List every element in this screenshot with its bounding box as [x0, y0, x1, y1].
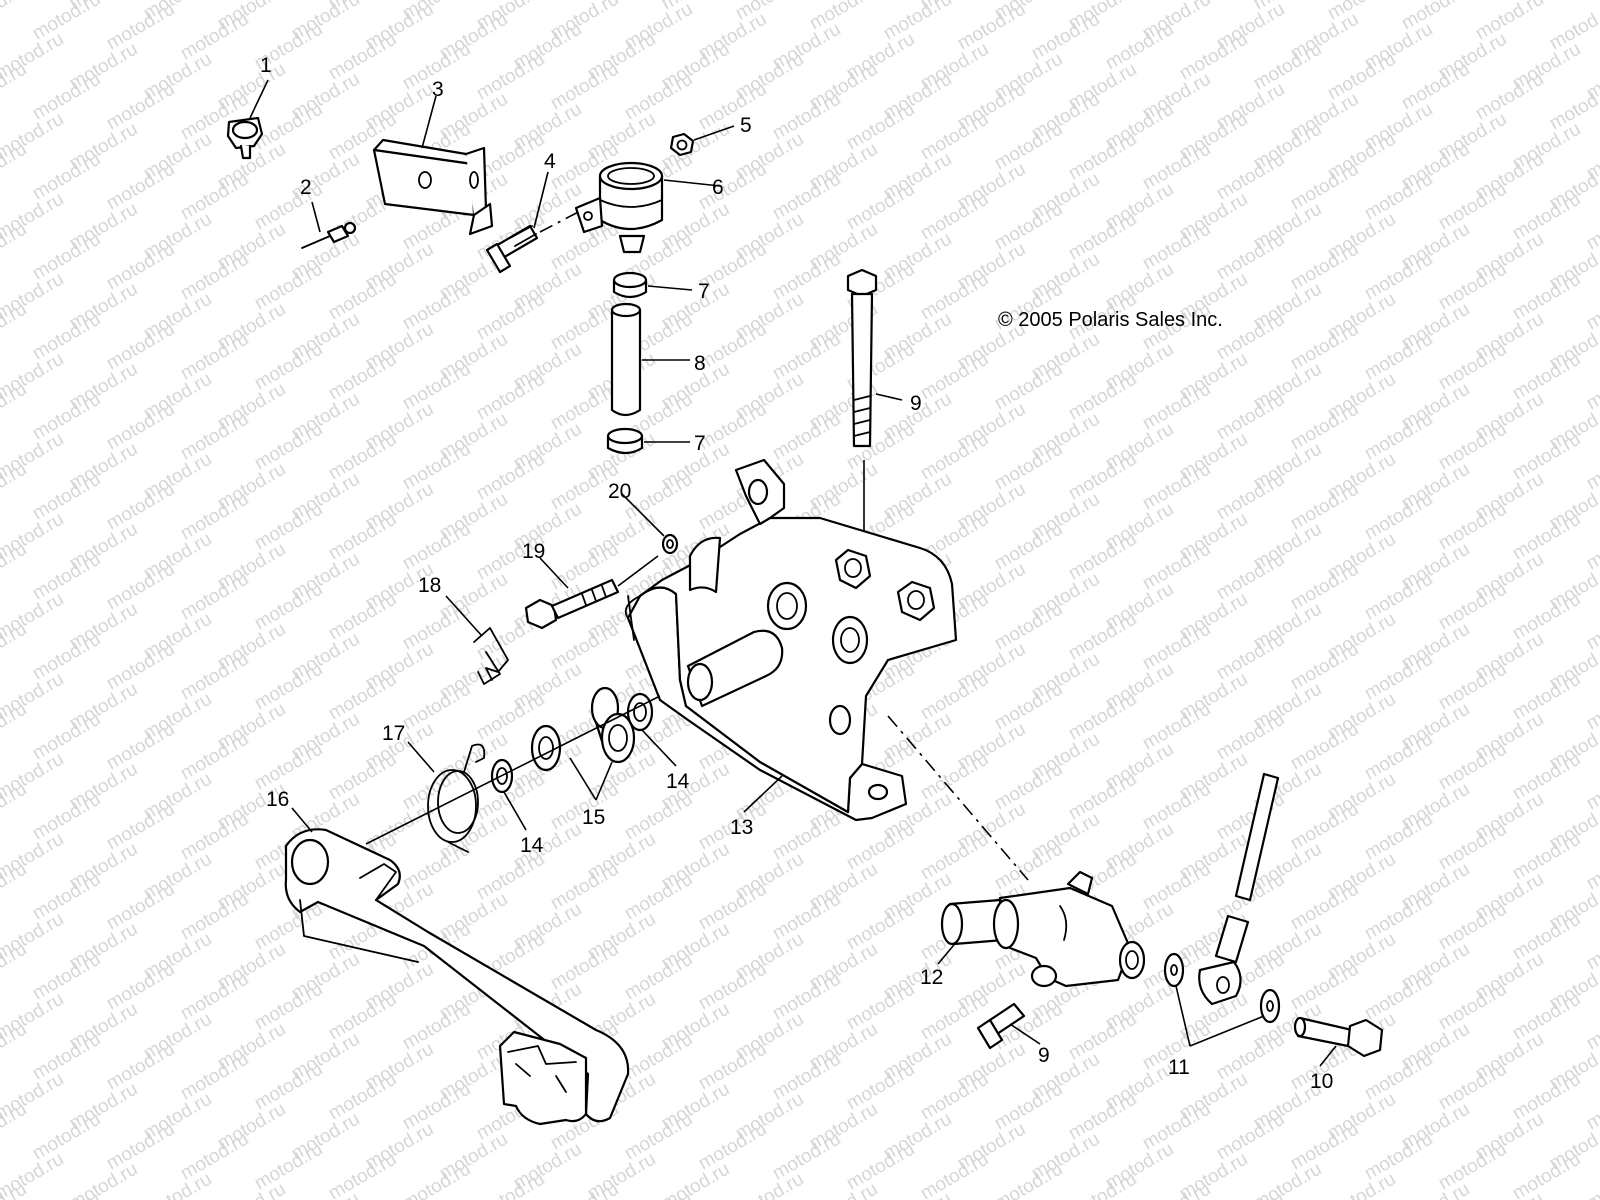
callout-19: 19: [522, 540, 545, 563]
callout-13: 13: [730, 816, 753, 839]
part-10-bolt: [1293, 1016, 1384, 1058]
part-5-nut: [669, 132, 695, 157]
part-15-bushing-left: [530, 724, 562, 772]
callout-11: 11: [1168, 1056, 1190, 1079]
callout-7-top: 7: [698, 280, 710, 303]
watermark-text: motod.ru: [0, 0, 30, 34]
watermark-text: motod.ru: [1398, 1179, 1473, 1200]
callout-4: 4: [544, 150, 556, 173]
part-15-bushing-right: [590, 686, 636, 764]
callout-20: 20: [608, 480, 631, 503]
part-11-washer-right: [1259, 988, 1281, 1024]
watermark-text: motod.ru: [732, 1169, 807, 1200]
callout-18: 18: [418, 574, 441, 597]
watermark-text: motod.ru: [140, 1169, 215, 1200]
callout-9-upper: 9: [910, 392, 922, 415]
part-20-washer: [661, 533, 679, 555]
master-cylinder-pushrod: [1198, 772, 1280, 1006]
part-16-brake-pedal: [284, 828, 630, 1126]
callout-6: 6: [712, 176, 724, 199]
part-9-bolt-lower: [976, 1002, 1026, 1050]
watermark-text: motod.ru: [880, 1189, 955, 1200]
callout-14-left: 14: [520, 834, 544, 857]
watermark-text: motod.ru: [1324, 1169, 1399, 1200]
part-3-bracket: [372, 138, 494, 236]
callout-2: 2: [300, 176, 312, 199]
watermark-text: motod.ru: [473, 1169, 548, 1200]
callout-3: 3: [432, 78, 444, 101]
part-13-mounting-plate: [624, 458, 1029, 881]
part-17-spring: [427, 743, 486, 853]
part-2-pin: [301, 221, 357, 249]
callout-8: 8: [694, 352, 706, 375]
watermark-text: motod.ru: [806, 1179, 881, 1200]
watermark-text: motod.ru: [1065, 1169, 1140, 1200]
callout-14-right: 14: [666, 770, 690, 793]
part-18-clip: [473, 627, 509, 685]
watermark-text: motod.ru: [288, 1189, 363, 1200]
part-19-bolt: [524, 555, 659, 630]
part-4-bolt: [485, 207, 587, 274]
part-8-hose: [610, 302, 642, 417]
part-1-clamp: [226, 116, 264, 160]
callout-15: 15: [582, 806, 605, 829]
pedal-shaft-axis: [365, 695, 661, 845]
part-7-hose-clamp-top: [612, 271, 648, 299]
watermark-text: motod.ru: [1472, 1189, 1547, 1200]
callout-10: 10: [1310, 1070, 1333, 1093]
callout-12: 12: [920, 966, 943, 989]
watermark-text: motod.ru: [66, 1159, 141, 1200]
callout-17: 17: [382, 722, 405, 745]
callout-9-lower: 9: [1038, 1044, 1050, 1067]
callout-7-bottom: 7: [694, 432, 706, 455]
callout-1: 1: [260, 54, 272, 77]
copyright-notice: © 2005 Polaris Sales Inc.: [998, 309, 1223, 331]
watermark-text: motod.ru: [214, 1179, 289, 1200]
watermark-text: motod.ru: [658, 1159, 733, 1200]
part-11-washer-left: [1163, 952, 1185, 988]
callout-5: 5: [740, 114, 752, 137]
callout-labels: 1 2 3 4 5 6 7 7 8 9 9 10 11 12 13 14 14 …: [260, 54, 1333, 1093]
part-12-master-cylinder: [940, 870, 1146, 988]
callout-16: 16: [266, 788, 289, 811]
leader-lines: [249, 79, 1337, 1067]
watermark-text: motod.ru: [1583, 1159, 1600, 1200]
part-6-reservoir: [574, 161, 664, 254]
part-7-hose-clamp-bottom: [606, 427, 644, 455]
watermark-text: motod.ru: [1250, 1159, 1325, 1200]
